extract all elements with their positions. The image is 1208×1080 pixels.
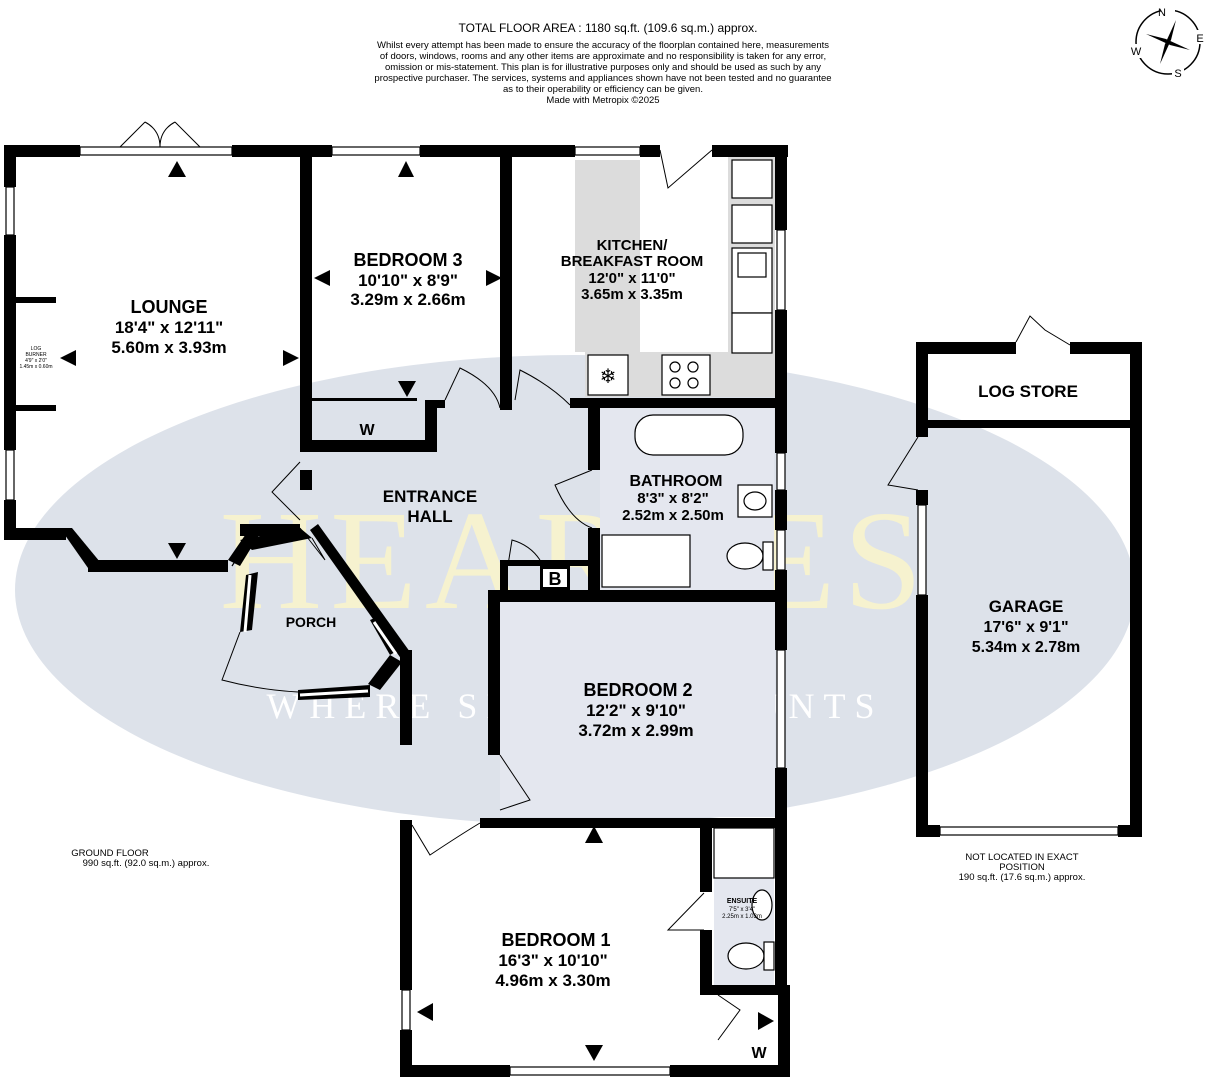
garage-imperial: 17'6" x 9'1" <box>983 619 1068 636</box>
disclaimer-line: omission or mis-statement. This plan is … <box>385 62 821 73</box>
kitchen-metric: 3.65m x 3.35m <box>581 286 683 303</box>
hall-name-line2: HALL <box>407 507 452 526</box>
ground-floor-label: GROUND FLOOR <box>71 848 149 859</box>
hob-icon <box>661 354 711 396</box>
compass-e: E <box>1196 33 1203 45</box>
compass-s: S <box>1174 68 1181 80</box>
log-burner-label: 4'9" x 2'0" <box>25 358 47 364</box>
washer-icon <box>731 204 773 244</box>
disclaimer-line: as to their operability or efficiency ca… <box>503 84 703 95</box>
ensuite-metric: 2.25m x 1.03m <box>722 914 762 920</box>
bedroom3-name: BEDROOM 3 <box>353 250 462 270</box>
wardrobe-label: W <box>359 422 375 439</box>
svg-text:❄: ❄ <box>600 366 617 388</box>
bathroom-metric: 2.52m x 2.50m <box>622 507 724 524</box>
ensuite-imperial: 7'5" x 3'4" <box>729 907 755 913</box>
bedroom3-imperial: 10'10" x 8'9" <box>358 271 458 290</box>
kitchen-imperial: 12'0" x 11'0" <box>588 270 675 287</box>
bedroom1-metric: 4.96m x 3.30m <box>495 971 610 990</box>
porch-name: PORCH <box>286 614 337 630</box>
bathroom-imperial: 8'3" x 8'2" <box>637 490 708 507</box>
windows <box>5 146 1119 1076</box>
ensuite-basin-icon <box>751 889 773 921</box>
log-burner-label: 1.45m x 0.60m <box>19 364 52 370</box>
header: TOTAL FLOOR AREA : 1180 sq.ft. (109.6 sq… <box>374 21 831 106</box>
toilet-icon <box>726 542 764 570</box>
bedroom2-name: BEDROOM 2 <box>583 680 692 700</box>
disclaimer-line: prospective purchaser. The services, sys… <box>374 73 831 84</box>
garage-metric: 5.34m x 2.78m <box>972 639 1081 656</box>
ensuite-name: ENSUITE <box>727 898 758 905</box>
lounge-metric: 5.60m x 3.93m <box>111 338 226 357</box>
total-floor-area: TOTAL FLOOR AREA : 1180 sq.ft. (109.6 sq… <box>458 21 757 35</box>
ensuite-shower-icon <box>713 827 775 879</box>
hall-name: ENTRANCE <box>383 487 477 506</box>
disclaimer-line: Whilst every attempt has been made to en… <box>377 40 829 51</box>
garage-note: NOT LOCATED IN EXACT <box>965 852 1078 863</box>
bedroom1-imperial: 16'3" x 10'10" <box>498 951 607 970</box>
arrows <box>60 161 774 1061</box>
boiler-label: B <box>549 569 562 589</box>
lounge-name: LOUNGE <box>130 297 207 317</box>
log-burner-label: LOG <box>31 346 42 352</box>
ensuite-toilet-icon <box>727 942 765 970</box>
fridge-icon <box>587 354 629 396</box>
logstore-name: LOG STORE <box>978 382 1078 401</box>
bedroom3-metric: 3.29m x 2.66m <box>350 290 465 309</box>
walls <box>4 145 1142 1077</box>
compass-w: W <box>1131 46 1142 58</box>
wardrobe-label: W <box>751 1045 767 1062</box>
garage-note: POSITION <box>999 862 1045 873</box>
fixtures: ❄ <box>587 159 775 971</box>
garage-area: 190 sq.ft. (17.6 sq.m.) approx. <box>959 872 1086 883</box>
shower-icon <box>601 534 691 588</box>
metropix-credit: Made with Metropix ©2025 <box>546 95 659 106</box>
bedroom2-metric: 3.72m x 2.99m <box>578 721 693 740</box>
bedroom1-name: BEDROOM 1 <box>501 930 610 950</box>
disclaimer-line: of doors, windows, rooms and any other i… <box>380 51 826 62</box>
porch-walls <box>240 528 402 700</box>
bathroom-name: BATHROOM <box>629 473 722 490</box>
floor-area-notes: GROUND FLOOR 990 sq.ft. (92.0 sq.m.) app… <box>71 848 1085 883</box>
bath-icon <box>634 414 744 456</box>
lounge-imperial: 18'4" x 12'11" <box>115 318 223 337</box>
kitchen-name: KITCHEN/ <box>597 237 669 254</box>
log-burner-label: BURNER <box>25 352 47 358</box>
doors <box>119 121 1071 1041</box>
bedroom2-imperial: 12'2" x 9'10" <box>586 701 686 720</box>
compass-icon: N E S W <box>1130 5 1206 80</box>
ground-floor-area: 990 sq.ft. (92.0 sq.m.) approx. <box>83 858 210 869</box>
dishwasher-icon <box>731 312 773 354</box>
compass-n: N <box>1158 7 1166 19</box>
room-labels: LOUNGE 18'4" x 12'11" 5.60m x 3.93m BEDR… <box>19 237 1080 1062</box>
kitchen-name-line2: BREAKFAST ROOM <box>561 253 704 270</box>
garage-name: GARAGE <box>989 597 1064 616</box>
oven-icon <box>731 159 773 199</box>
